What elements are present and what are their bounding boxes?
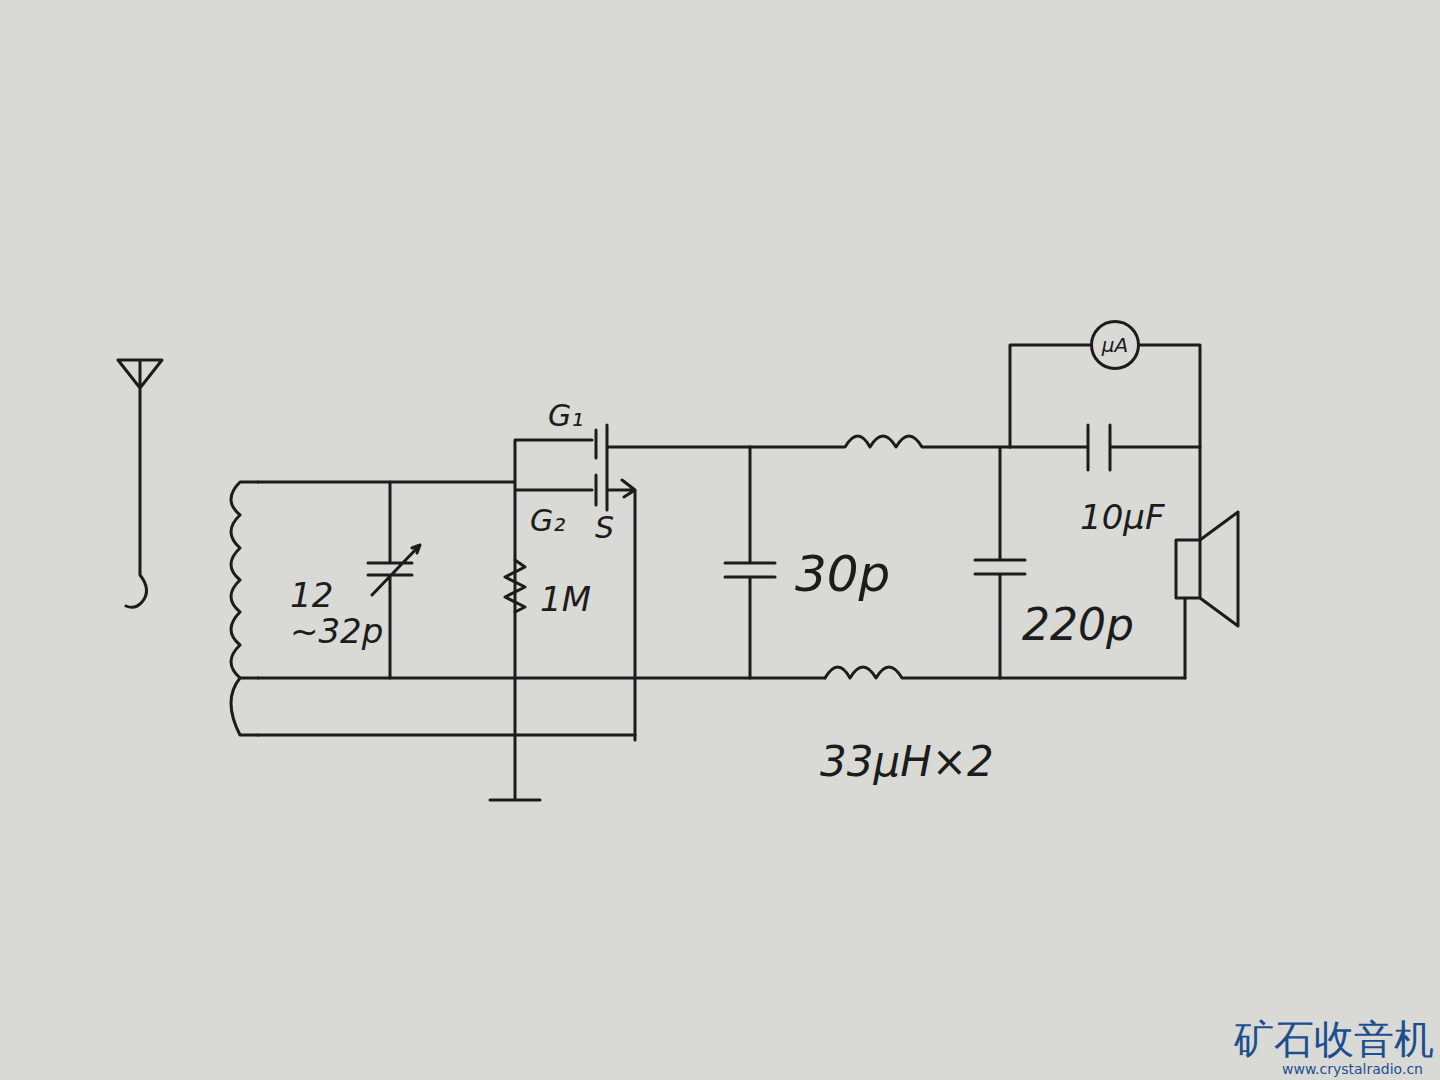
watermark: www.crystalradio.cn — [1282, 1062, 1423, 1077]
watermark: 矿石收音机 — [1234, 1018, 1434, 1060]
capacitor-symbol — [725, 447, 775, 678]
inductance-label: 33μH×2 — [820, 740, 994, 784]
resistance-label: 1M — [540, 582, 591, 618]
wire — [258, 440, 592, 678]
inductor-symbol — [750, 436, 1010, 447]
wire — [1010, 345, 1200, 540]
capacitor-symbol — [1010, 425, 1200, 470]
meter-circle: μA — [1090, 320, 1140, 370]
source-label: S — [595, 512, 614, 544]
coil-symbol — [231, 482, 258, 735]
meter-label: μA — [1102, 333, 1128, 357]
antenna-symbol — [118, 360, 162, 607]
wire — [240, 677, 258, 680]
capacitance-label: 30p — [795, 548, 890, 601]
gate-label: G₁ — [548, 400, 583, 432]
speaker-symbol — [1176, 512, 1238, 678]
capacitor-symbol — [975, 447, 1025, 678]
mosfet-symbol — [596, 425, 750, 740]
capacitance-label: 10μF — [1080, 500, 1164, 536]
capacitance-label: 220p — [1022, 602, 1134, 648]
resistor-symbol — [505, 560, 525, 612]
gate-label: G₂ — [530, 505, 565, 537]
inductor-symbol — [825, 667, 1185, 678]
wire — [258, 678, 825, 800]
capacitance-label: 12 ~32p — [290, 578, 380, 649]
